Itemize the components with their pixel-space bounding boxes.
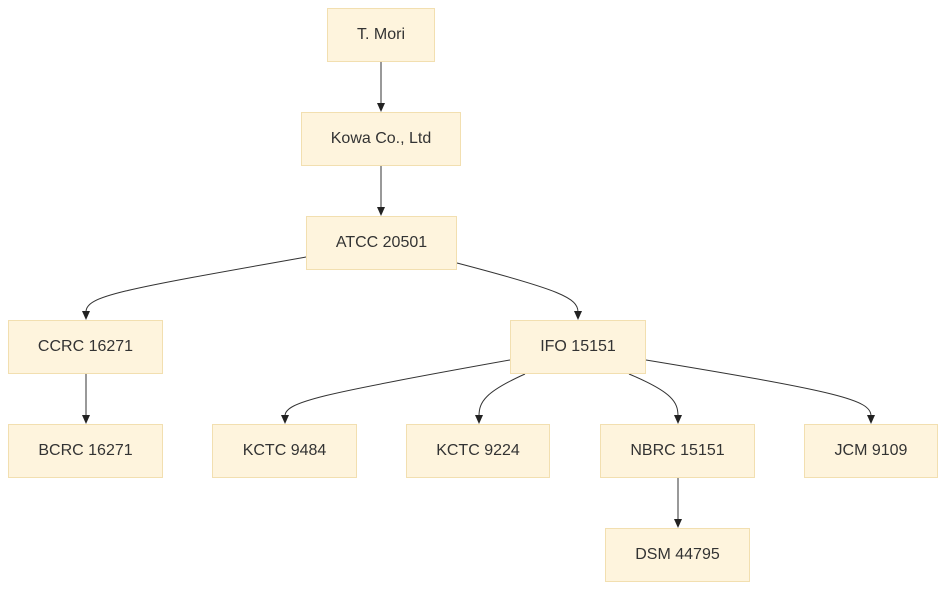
arrowhead-ccrc: [82, 311, 90, 320]
edge-ifo-to-kctc-9224: [478, 373, 526, 417]
edge-atcc-to-ifo: [456, 262, 579, 313]
node-nbrc: NBRC 15151: [600, 424, 755, 478]
node-t-mori: T. Mori: [327, 8, 435, 62]
edge-ifo-to-jcm: [645, 359, 872, 417]
arrowhead-bcrc: [82, 415, 90, 424]
arrowhead-atcc: [377, 207, 385, 216]
node-kctc-9484: KCTC 9484: [212, 424, 357, 478]
node-jcm: JCM 9109: [804, 424, 938, 478]
edge-ifo-to-nbrc: [628, 373, 679, 417]
node-ifo: IFO 15151: [510, 320, 646, 374]
arrowhead-kctc-9224: [475, 415, 483, 424]
arrowhead-ifo: [574, 311, 582, 320]
edge-ifo-to-kctc-9484: [284, 359, 511, 417]
node-kctc-9224: KCTC 9224: [406, 424, 550, 478]
edge-atcc-to-ccrc: [85, 256, 307, 313]
node-kowa: Kowa Co., Ltd: [301, 112, 461, 166]
node-dsm: DSM 44795: [605, 528, 750, 582]
arrowhead-dsm: [674, 519, 682, 528]
arrowhead-kowa: [377, 103, 385, 112]
node-bcrc: BCRC 16271: [8, 424, 163, 478]
arrowhead-kctc-9484: [281, 415, 289, 424]
arrowhead-nbrc: [674, 415, 682, 424]
arrowhead-jcm: [867, 415, 875, 424]
node-ccrc: CCRC 16271: [8, 320, 163, 374]
node-atcc: ATCC 20501: [306, 216, 457, 270]
